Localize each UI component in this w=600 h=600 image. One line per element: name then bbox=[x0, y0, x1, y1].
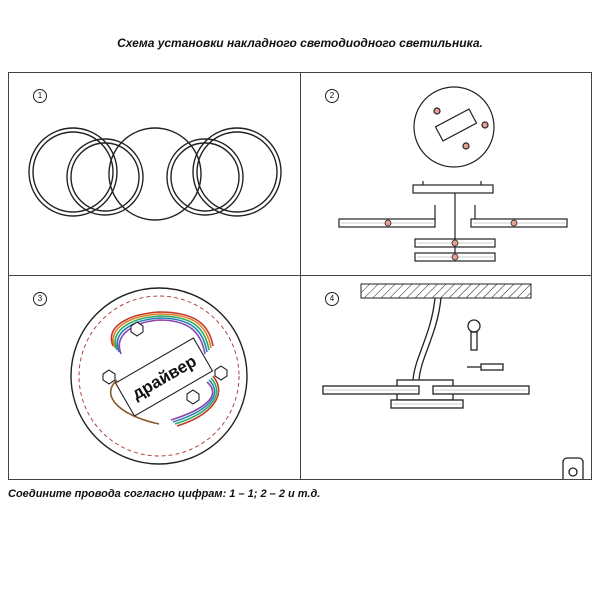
ring-right-outer bbox=[192, 127, 282, 217]
ceiling-screw bbox=[470, 331, 478, 351]
panel-4-mounting: 4 bbox=[301, 276, 591, 479]
ring-left-outer bbox=[28, 127, 118, 217]
panel-3-wiring: 3 драйвер bbox=[9, 276, 301, 479]
panel-2-parts: 2 bbox=[301, 73, 591, 276]
connector-left bbox=[102, 369, 116, 385]
plate-label-box bbox=[434, 108, 478, 142]
installation-grid: 1 2 bbox=[8, 72, 592, 480]
connector-right bbox=[214, 365, 228, 381]
ring-left-inner bbox=[66, 138, 144, 216]
step-number-4: 4 bbox=[325, 292, 339, 306]
panel-1-rings: 1 bbox=[9, 73, 301, 276]
connector-bottom bbox=[186, 389, 200, 405]
step-number-3: 3 bbox=[33, 292, 47, 306]
rings-illustration bbox=[28, 127, 282, 221]
mounting-plate bbox=[413, 86, 495, 168]
step-number-1: 1 bbox=[33, 89, 47, 103]
dashed-boundary bbox=[78, 295, 240, 457]
ceiling bbox=[360, 283, 532, 299]
diagram-title: Схема установки накладного светодиодного… bbox=[117, 36, 483, 50]
power-cable bbox=[412, 297, 436, 381]
connector-top bbox=[130, 321, 144, 337]
wires bbox=[110, 311, 220, 427]
footer-note: Соедините провода согласно цифрам: 1 – 1… bbox=[8, 488, 321, 500]
screwdriver-handle bbox=[480, 363, 504, 371]
mounting-illustration bbox=[322, 283, 584, 479]
driver-box-side bbox=[412, 184, 494, 194]
parts-illustration bbox=[338, 86, 568, 262]
driver-block bbox=[114, 337, 214, 417]
wiring-illustration: драйвер bbox=[70, 287, 248, 465]
step-number-2: 2 bbox=[325, 89, 339, 103]
base-plate bbox=[70, 287, 248, 465]
center-disc bbox=[108, 127, 202, 221]
ring-right-inner bbox=[166, 138, 244, 216]
